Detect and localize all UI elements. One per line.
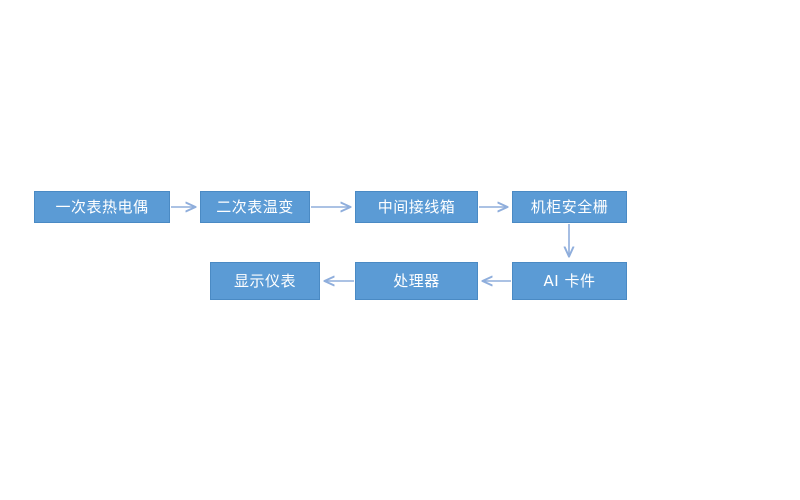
node-secondary-temperature-transmitter[interactable]: 二次表温变	[200, 191, 310, 223]
node-primary-thermocouple[interactable]: 一次表热电偶	[34, 191, 170, 223]
node-label: 机柜安全栅	[530, 197, 609, 216]
node-label: AI 卡件	[543, 271, 596, 290]
node-ai-card[interactable]: AI 卡件	[512, 262, 627, 300]
node-label: 一次表热电偶	[55, 197, 149, 216]
node-display-meter[interactable]: 显示仪表	[210, 262, 320, 300]
node-label: 二次表温变	[216, 197, 294, 216]
node-label: 显示仪表	[233, 271, 296, 290]
node-cabinet-safety-barrier[interactable]: 机柜安全栅	[512, 191, 627, 223]
node-processor[interactable]: 处理器	[355, 262, 478, 300]
node-label: 中间接线箱	[377, 197, 456, 216]
node-label: 处理器	[393, 271, 440, 290]
node-intermediate-junction-box[interactable]: 中间接线箱	[355, 191, 478, 223]
